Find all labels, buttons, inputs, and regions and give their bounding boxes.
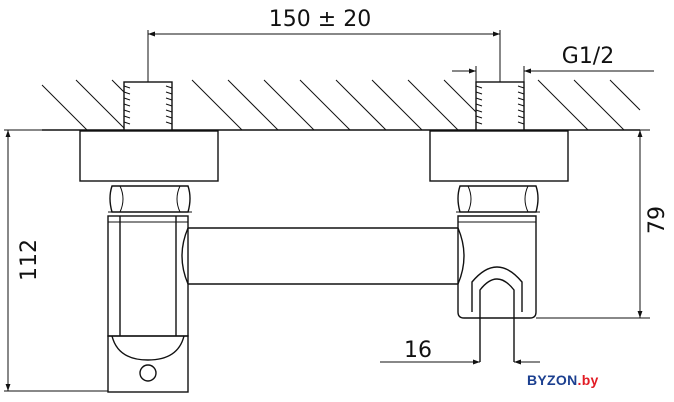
mixer-right-body (457, 215, 537, 362)
watermark-logo: BYZON.by (527, 372, 599, 388)
total-height-label: 112 (17, 239, 42, 281)
tolerance-value: 20 (343, 7, 371, 32)
mixer-left-body (107, 215, 189, 337)
dimension-outlet-width: 16 (380, 338, 540, 365)
outlet-width-label: 16 (404, 338, 432, 363)
dimension-depth: 79 (536, 129, 670, 319)
dimension-center-distance: 150 ± 20 (147, 7, 501, 82)
right-hex-nut (456, 185, 540, 213)
left-connection-thread (123, 81, 173, 131)
depth-label: 79 (645, 206, 670, 234)
watermark-brand: BYZON (527, 372, 578, 388)
dimension-thread: G1/2 (452, 44, 654, 82)
handle-cap-icon (139, 364, 157, 382)
svg-text:150 ± 20: 150 ± 20 (269, 7, 371, 32)
wall-hatching (41, 79, 641, 131)
mixer-handle (107, 335, 189, 393)
tolerance-sign: ± (318, 7, 336, 32)
left-escutcheon (79, 130, 219, 182)
mixer-horizontal-pipe (181, 227, 465, 285)
center-distance-value: 150 (269, 7, 311, 32)
dimension-total-height: 112 (4, 129, 108, 392)
thread-label: G1/2 (562, 44, 614, 69)
right-escutcheon (429, 130, 569, 182)
watermark-domain: .by (577, 372, 599, 388)
left-hex-nut (108, 185, 192, 213)
right-connection-thread (475, 81, 525, 131)
